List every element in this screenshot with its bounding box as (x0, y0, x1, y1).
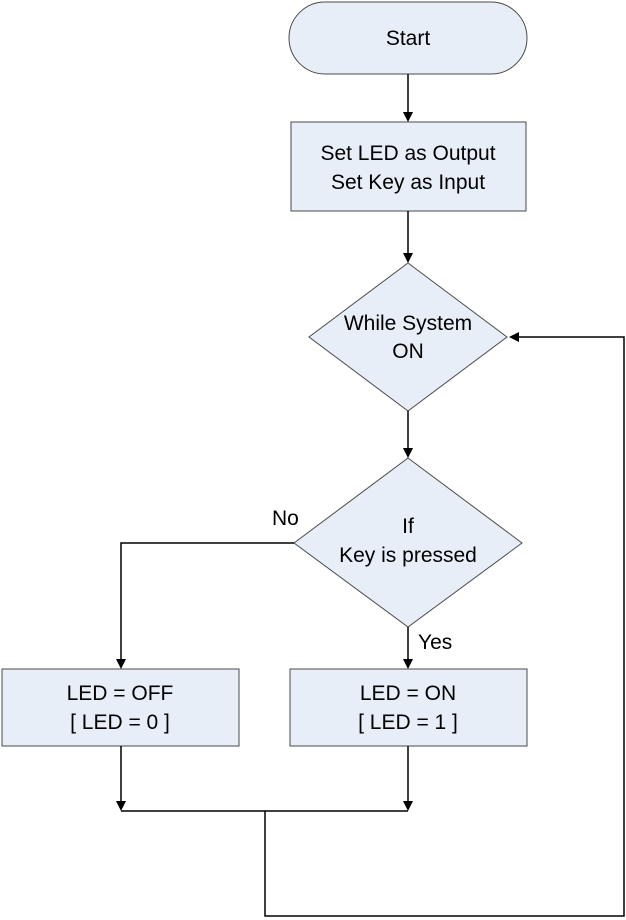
loop-label-line-2: ON (392, 340, 424, 363)
arrowhead-led-on (403, 659, 413, 669)
led-on-process-shape (289, 668, 528, 747)
key-check-decision-node: If Key is pressed (293, 457, 523, 628)
connector-no-branch (120, 542, 294, 661)
start-label: Start (386, 27, 431, 50)
led-off-process-shape (1, 668, 240, 747)
yes-branch-label: Yes (418, 631, 452, 654)
connectors (116, 74, 625, 917)
loop-label-line-1: While System (344, 312, 472, 335)
arrowhead-merge-right (403, 801, 413, 811)
setup-node: Set LED as Output Set Key as Input (290, 121, 527, 212)
led-off-label-line-2: [ LED = 0 ] (70, 711, 170, 734)
arrowhead-loop-back (509, 332, 519, 342)
loop-decision-shape (308, 262, 508, 412)
no-branch-label: No (272, 507, 299, 530)
arrowhead-setup (403, 112, 413, 122)
setup-process-shape (290, 121, 527, 212)
led-on-label-line-1: LED = ON (360, 682, 456, 705)
arrowhead-keycheck (403, 448, 413, 458)
arrowhead-led-off (116, 659, 126, 669)
arrowhead-loop (403, 253, 413, 263)
led-off-node: LED = OFF [ LED = 0 ] (1, 668, 240, 747)
key-check-decision-shape (293, 457, 523, 628)
led-on-label-line-2: [ LED = 1 ] (358, 711, 458, 734)
led-on-node: LED = ON [ LED = 1 ] (289, 668, 528, 747)
key-check-label-line-2: Key is pressed (339, 544, 477, 567)
loop-decision-node: While System ON (308, 262, 508, 412)
start-node: Start (288, 1, 528, 75)
connector-loop-back (264, 336, 625, 917)
setup-label-line-1: Set LED as Output (320, 142, 495, 165)
key-check-label-line-1: If (402, 515, 414, 538)
arrowhead-merge-left (116, 801, 126, 811)
led-off-label-line-1: LED = OFF (67, 682, 174, 705)
setup-label-line-2: Set Key as Input (331, 171, 485, 194)
